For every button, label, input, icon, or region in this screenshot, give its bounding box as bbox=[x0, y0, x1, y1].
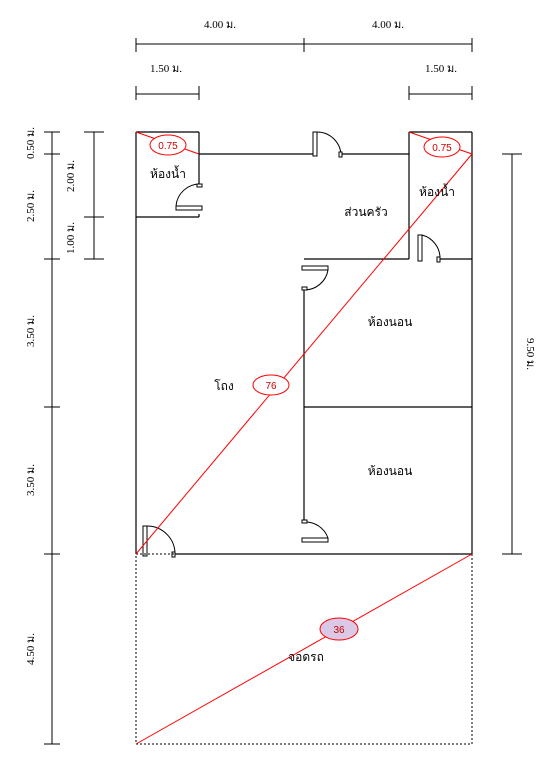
top-dimensions bbox=[135, 38, 473, 100]
left-dimensions bbox=[44, 131, 104, 745]
walls bbox=[135, 131, 473, 555]
badge-bath-left-label: 0.75 bbox=[158, 141, 178, 152]
room-hall: โถง bbox=[214, 379, 234, 393]
dim-left-d: 3.50 ม. bbox=[25, 464, 37, 496]
dim-inner-a: 2.00 ม. bbox=[65, 160, 77, 192]
badge-bath-right: 0.75 bbox=[423, 136, 461, 158]
dim-right-bath-width: 1.50 ม. bbox=[425, 63, 457, 75]
badge-hall-label: 76 bbox=[265, 381, 277, 392]
room-kitchen: ส่วนครัว bbox=[344, 205, 387, 219]
dim-top-right-width: 4.00 ม. bbox=[372, 19, 404, 31]
room-bath-right: ห้องน้ำ bbox=[419, 183, 455, 199]
dim-left-bath-width: 1.50 ม. bbox=[150, 63, 182, 75]
right-dimension bbox=[502, 153, 522, 555]
dim-right-total: 9.50 ม. bbox=[524, 338, 536, 370]
door-front bbox=[142, 525, 176, 558]
badge-bath-left: 0.75 bbox=[149, 134, 187, 156]
badge-parking: 36 bbox=[319, 617, 359, 641]
room-parking: จอดรถ bbox=[288, 650, 324, 664]
door-bedroom-1 bbox=[301, 265, 329, 291]
room-bath-left: ห้องน้ำ bbox=[150, 165, 186, 181]
door-right-bath bbox=[417, 234, 441, 263]
badge-parking-label: 36 bbox=[333, 625, 345, 636]
door-left-bath bbox=[175, 183, 203, 211]
door-bedroom-2 bbox=[301, 519, 329, 543]
badge-hall: 76 bbox=[252, 374, 290, 396]
dim-top-left-width: 4.00 ม. bbox=[204, 19, 236, 31]
dim-inner-b: 1.00 ม. bbox=[65, 222, 77, 254]
room-bedroom-1: ห้องนอน bbox=[368, 315, 413, 329]
doors bbox=[142, 131, 441, 558]
dim-left-a: 0.50 ม. bbox=[25, 127, 37, 159]
room-bedroom-2: ห้องนอน bbox=[368, 464, 413, 478]
dim-left-e: 4.50 ม. bbox=[25, 633, 37, 665]
door-top bbox=[312, 131, 343, 158]
badge-bath-right-label: 0.75 bbox=[432, 143, 452, 154]
dim-left-b: 2.50 ม. bbox=[25, 190, 37, 222]
dim-left-c: 3.50 ม. bbox=[25, 315, 37, 347]
parking-area bbox=[135, 553, 473, 745]
